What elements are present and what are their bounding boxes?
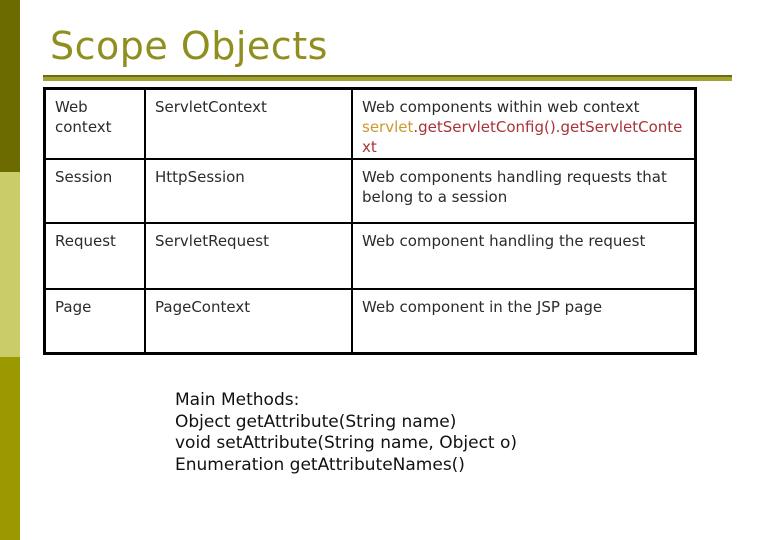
accent-segment-dark <box>0 0 20 172</box>
method-signature: Enumeration getAttributeNames() <box>175 454 465 475</box>
scope-label: Session <box>55 168 113 186</box>
class-label: ServletRequest <box>155 232 270 250</box>
table-cell-class: ServletRequest <box>146 224 353 290</box>
desc-text: Web components within web context <box>362 98 640 116</box>
code-object-part: servlet <box>362 118 414 136</box>
scope-label: Request <box>55 232 116 250</box>
scope-label: Page <box>55 298 92 316</box>
table-cell-class: HttpSession <box>146 160 353 224</box>
methods-heading: Main Methods: <box>175 390 300 410</box>
table-cell-desc: Web component in the JSP page <box>353 290 694 352</box>
table-cell-desc: Web components within web context servle… <box>353 90 694 160</box>
table-cell-desc: Web component handling the request <box>353 224 694 290</box>
left-accent-bar <box>0 0 20 540</box>
scope-objects-table: Web context ServletContext Web component… <box>43 87 697 355</box>
table-cell-scope: Page <box>46 290 146 352</box>
method-signature: void setAttribute(String name, Object o) <box>175 433 518 453</box>
accent-segment-medium <box>0 357 20 540</box>
class-label: PageContext <box>155 298 251 316</box>
table-cell-scope: Session <box>46 160 146 224</box>
scope-label: Web context <box>55 98 112 136</box>
code-snippet: servlet.getServletConfig().getServletCon… <box>362 117 685 157</box>
slide-title: Scope Objects <box>50 24 328 68</box>
main-methods-block: Main Methods: Object getAttribute(String… <box>175 390 517 476</box>
desc-text: Web component handling the request <box>362 232 646 250</box>
desc-text: Web component in the JSP page <box>362 298 603 316</box>
method-signature: Object getAttribute(String name) <box>175 411 457 432</box>
class-label: HttpSession <box>155 168 245 186</box>
desc-text: Web components handling requests that be… <box>362 168 667 206</box>
class-label: ServletContext <box>155 98 267 116</box>
title-underline <box>43 75 732 81</box>
table-cell-desc: Web components handling requests that be… <box>353 160 694 224</box>
accent-segment-light <box>0 172 20 357</box>
table-cell-scope: Web context <box>46 90 146 160</box>
table-cell-class: PageContext <box>146 290 353 352</box>
code-method-part: .getServletConfig().getServletContext <box>362 118 683 156</box>
table-cell-scope: Request <box>46 224 146 290</box>
table-cell-class: ServletContext <box>146 90 353 160</box>
